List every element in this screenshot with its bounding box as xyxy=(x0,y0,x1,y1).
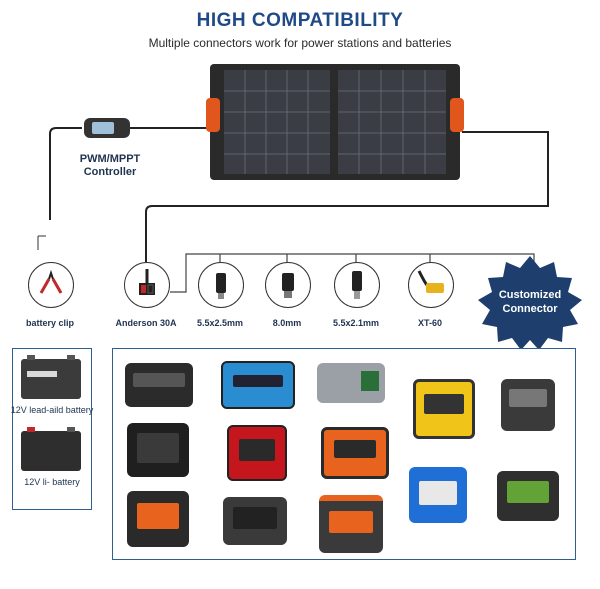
dc-plug-icon xyxy=(216,273,226,299)
badge-line1: Customized xyxy=(498,289,562,301)
xt60-connector xyxy=(408,262,454,308)
dc-5525-connector xyxy=(198,262,244,308)
badge-text: Customized Connector xyxy=(486,288,574,316)
controller-device xyxy=(84,118,130,138)
battery-label-lithium: 12V li- battery xyxy=(24,477,80,487)
page-subtitle: Multiple connectors work for power stati… xyxy=(148,36,452,50)
controller-display-icon xyxy=(92,122,114,134)
power-station-icon xyxy=(127,491,189,547)
battery-clip-connector xyxy=(28,262,74,308)
badge-line2: Connector xyxy=(502,303,558,315)
power-station-icon xyxy=(319,495,383,553)
customized-connector-badge xyxy=(478,256,582,350)
panel-handle-left xyxy=(206,98,220,132)
connector-label-5525: 5.5x2.5mm xyxy=(196,318,244,328)
controller-label-line2: Controller xyxy=(83,166,137,178)
connector-label-xt60: XT-60 xyxy=(417,318,442,328)
power-station-icon xyxy=(317,363,385,403)
power-station-icon xyxy=(413,379,475,439)
battery-label-lead-acid: 12V lead-aild battery xyxy=(10,405,94,415)
lithium-battery-icon xyxy=(21,427,81,471)
connector-label-5521: 5.5x2.1mm xyxy=(332,318,380,328)
power-station-icon xyxy=(501,379,555,431)
power-station-icon xyxy=(221,361,295,409)
power-station-icon xyxy=(223,497,287,545)
dc-plug-icon xyxy=(352,271,362,299)
connector-label-anderson: Anderson 30A xyxy=(115,318,177,328)
anderson-connector xyxy=(124,262,170,308)
solar-panel xyxy=(210,64,460,180)
anderson-plug-icon xyxy=(139,269,155,295)
power-station-icon xyxy=(409,467,467,523)
connector-label-battery-clip: battery clip xyxy=(25,318,74,328)
xt60-plug-icon xyxy=(417,270,444,293)
power-station-icon xyxy=(321,427,389,479)
solar-cells-icon xyxy=(224,70,446,174)
page-title: HIGH COMPATIBILITY xyxy=(196,10,404,31)
power-station-icon xyxy=(125,363,193,407)
power-station-icon xyxy=(127,423,189,477)
controller-label: PWM/MPPT Controller xyxy=(60,153,160,179)
dc-8mm-connector xyxy=(265,262,311,308)
dc-5521-connector xyxy=(334,262,380,308)
panel-handle-right xyxy=(450,98,464,132)
battery-panel: 12V lead-aild battery 12V li- battery xyxy=(10,348,94,510)
battery-clip-icon xyxy=(39,269,63,294)
dc-plug-icon xyxy=(282,273,294,298)
controller-label-line1: PWM/MPPT xyxy=(79,153,141,165)
power-stations-panel xyxy=(112,348,576,560)
power-station-icon xyxy=(227,425,287,481)
connector-label-8mm: 8.0mm xyxy=(272,318,302,328)
power-station-icon xyxy=(497,471,559,521)
lead-acid-battery-icon xyxy=(21,355,81,399)
